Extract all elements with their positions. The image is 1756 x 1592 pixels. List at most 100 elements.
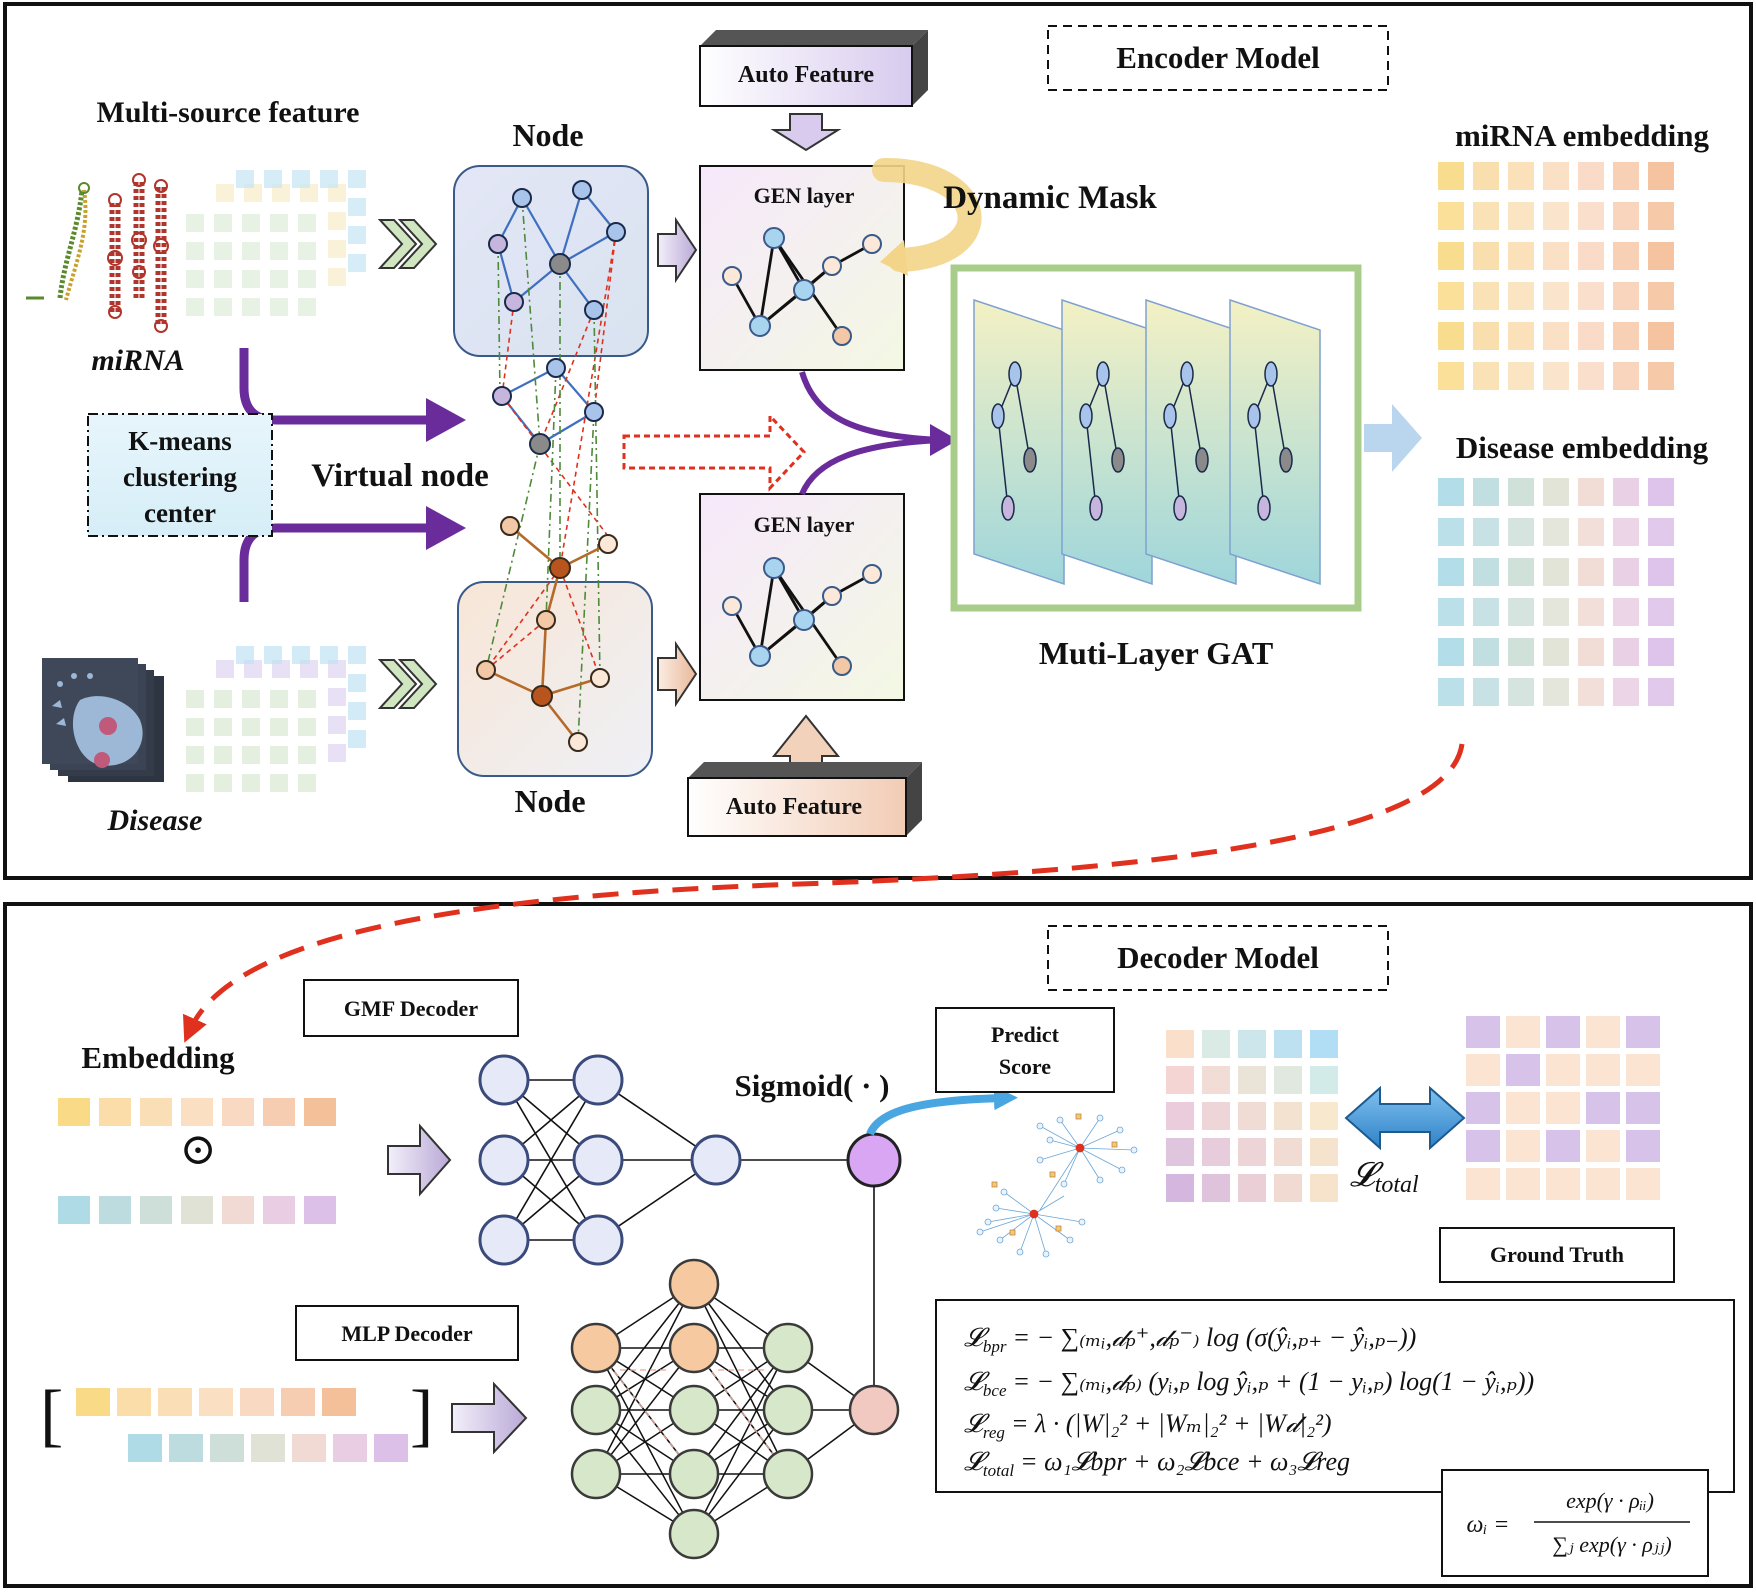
disease-embedding-cell — [1578, 598, 1604, 626]
predicted-score-cell — [1238, 1174, 1266, 1202]
loss-total-symbol: 𝓛total — [1350, 1157, 1419, 1198]
kmeans-box — [87, 413, 273, 537]
kmeans-line-3: center — [144, 498, 216, 528]
mirna-embedding-cell — [1543, 162, 1569, 190]
disease-embedding-cell — [1438, 638, 1464, 666]
predicted-score-cell — [1238, 1138, 1266, 1166]
mlp-disease-cell — [169, 1434, 203, 1462]
predicted-score-cell — [1310, 1066, 1338, 1094]
gat-label: Muti-Layer GAT — [1039, 635, 1273, 671]
mirna-embedding-cell — [1648, 322, 1674, 350]
predicted-score-cell — [1166, 1138, 1194, 1166]
gen-bottom-graph — [722, 557, 882, 676]
mirna-double-chevron-icon — [377, 219, 438, 269]
auto-feature-top-down-arrow — [770, 113, 842, 152]
mirna-graph — [485, 180, 626, 743]
mlp-mirna-cell — [240, 1388, 274, 1416]
mirna-embedding-cell — [1648, 242, 1674, 270]
gat-input-arrowhead — [930, 424, 958, 456]
kmeans-line-1: K-means — [128, 426, 232, 456]
disease-embedding-cell — [1613, 478, 1639, 506]
mlp-disease-cell — [374, 1434, 408, 1462]
mirna-embedding-cell — [1578, 322, 1604, 350]
mirna-embedding-cell — [1438, 162, 1464, 190]
mirna-embedding-cell — [1613, 202, 1639, 230]
gat-layers — [973, 298, 1321, 586]
ground-truth-cell — [1466, 1168, 1500, 1200]
disease-embedding-cell — [1508, 678, 1534, 706]
concat-bracket-left: [ — [40, 1377, 63, 1454]
mlp-input-arrow — [451, 1381, 528, 1455]
sigmoid-label: Sigmoid( · ) — [734, 1068, 889, 1103]
mirna-embedding-label: miRNA embedding — [1455, 118, 1710, 153]
auto-feature-bottom-label: Auto Feature — [726, 794, 863, 820]
mirna-embedding-cell — [1508, 362, 1534, 390]
disease-embedding-matrix — [1438, 478, 1674, 706]
auto-feature-top-block — [699, 30, 928, 107]
gmf-disease-cell — [140, 1196, 172, 1224]
predicted-score-cell — [1202, 1030, 1230, 1058]
auto-feature-bottom-block — [687, 762, 922, 837]
disease-feature-matrix — [186, 646, 366, 792]
disease-embedding-cell — [1578, 478, 1604, 506]
node-top-label: Node — [512, 117, 583, 153]
ground-truth-cell — [1506, 1054, 1540, 1086]
disease-embedding-cell — [1438, 478, 1464, 506]
gen-bottom-to-gat-curve — [799, 437, 941, 496]
disease-embedding-cell — [1473, 598, 1499, 626]
gmf-disease-cell — [181, 1196, 213, 1224]
disease-embedding-cell — [1508, 598, 1534, 626]
disease-embedding-cell — [1648, 478, 1674, 506]
ground-truth-matrix — [1466, 1016, 1660, 1200]
disease-embedding-cell — [1543, 558, 1569, 586]
disease-embedding-cell — [1578, 558, 1604, 586]
disease-embedding-cell — [1648, 558, 1674, 586]
mirna-embedding-cell — [1543, 202, 1569, 230]
sigmoid-to-predict-arrow — [866, 1086, 1018, 1136]
disease-image-stack — [42, 658, 164, 782]
mirna-embedding-cell — [1473, 242, 1499, 270]
ground-truth-cell — [1546, 1016, 1580, 1048]
encoder-title-box — [1047, 25, 1389, 91]
decoder-panel — [3, 902, 1753, 1588]
ground-truth-cell — [1586, 1092, 1620, 1124]
predicted-score-cell — [1310, 1174, 1338, 1202]
gen-layer-top-label: GEN layer — [754, 183, 855, 208]
disease-double-chevron-icon — [377, 659, 438, 709]
embedding-label: Embedding — [81, 1040, 235, 1075]
ground-truth-cell — [1466, 1130, 1500, 1162]
decoder-title: Decoder Model — [1117, 940, 1319, 975]
encoder-title: Encoder Model — [1116, 40, 1320, 75]
ground-truth-cell — [1506, 1016, 1540, 1048]
mlp-mirna-cell — [281, 1388, 315, 1416]
ground-truth-cell — [1586, 1168, 1620, 1200]
predicted-network-thumbnail — [976, 1113, 1138, 1258]
disease-embedding-cell — [1543, 598, 1569, 626]
predicted-score-cell — [1310, 1030, 1338, 1058]
predict-score-line-1: Predict — [991, 1022, 1060, 1047]
omega-denominator: ∑ⱼ exp(γ · ρⱼⱼ) — [1552, 1532, 1672, 1557]
gmf-decoder-label: GMF Decoder — [344, 996, 478, 1021]
gmf-mirna-cell — [222, 1098, 254, 1126]
disease-embedding-cell — [1648, 598, 1674, 626]
disease-embedding-cell — [1578, 518, 1604, 546]
mirna-embedding-cell — [1578, 282, 1604, 310]
mlp-decoder-label: MLP Decoder — [341, 1321, 473, 1346]
gen-layer-bottom-label: GEN layer — [754, 512, 855, 537]
ground-truth-cell — [1546, 1168, 1580, 1200]
disease-embedding-cell — [1543, 638, 1569, 666]
ground-truth-cell — [1586, 1016, 1620, 1048]
mirna-embedding-cell — [1578, 242, 1604, 270]
ground-truth-cell — [1506, 1092, 1540, 1124]
disease-embedding-cell — [1543, 678, 1569, 706]
disease-embedding-cell — [1648, 678, 1674, 706]
predicted-score-cell — [1310, 1102, 1338, 1130]
disease-embedding-cell — [1613, 678, 1639, 706]
mirna-embedding-cell — [1613, 282, 1639, 310]
disease-embedding-cell — [1613, 518, 1639, 546]
ground-truth-cell — [1466, 1054, 1500, 1086]
mlp-disease-cell — [251, 1434, 285, 1462]
mirna-embedding-cell — [1613, 322, 1639, 350]
gmf-disease-cell — [222, 1196, 254, 1224]
